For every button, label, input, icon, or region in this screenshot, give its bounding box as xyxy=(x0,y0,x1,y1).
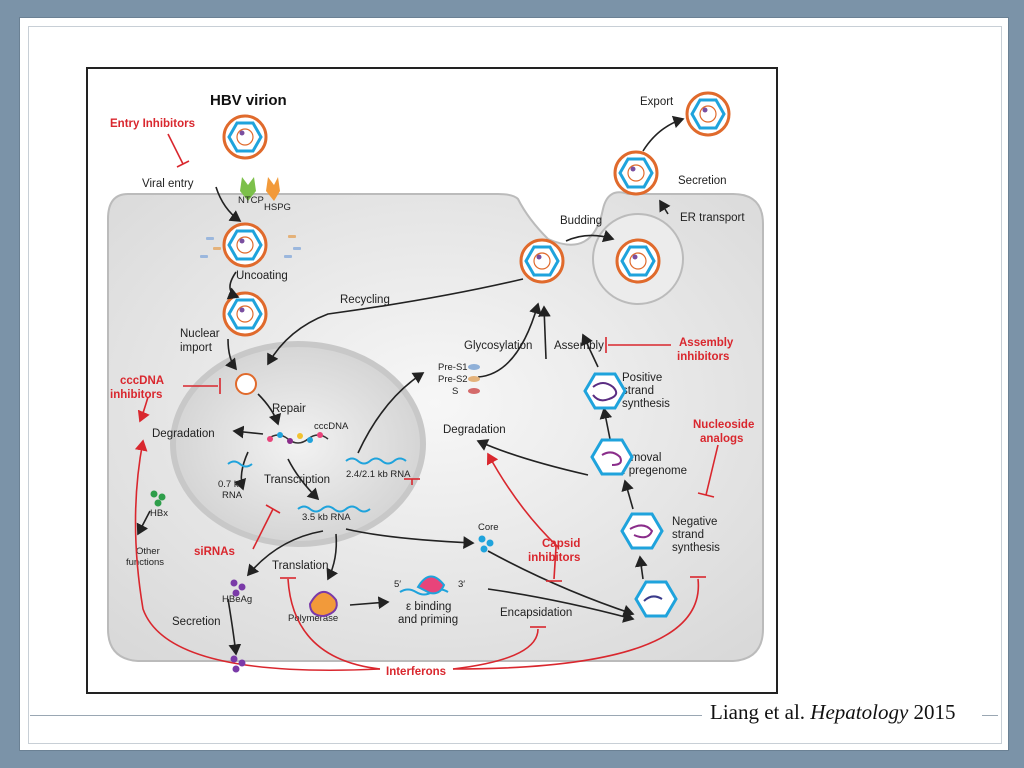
other-functions-2-label: functions xyxy=(126,557,164,568)
pre-s2-icon xyxy=(468,376,480,382)
pre-s2-label: Pre-S2 xyxy=(438,374,468,385)
cccdna-label: cccDNA xyxy=(314,421,349,432)
nuclear-import-1-label: Nuclear xyxy=(180,328,220,340)
ntcp-receptor-icon xyxy=(240,177,256,201)
rna-24-icon xyxy=(345,457,407,465)
capsid-positive-icon xyxy=(583,372,627,410)
capsid-1-label: Capsid xyxy=(542,538,580,550)
hbv-lifecycle-figure: HBV virion NTCP HSPG Viral entry Uncoati… xyxy=(86,67,778,694)
virion-er-icon xyxy=(615,238,661,284)
assembly-1-label: Assembly xyxy=(679,337,734,349)
nuclear-import-2-label: import xyxy=(180,342,213,354)
epsilon-1-label: ε binding xyxy=(406,601,451,613)
negative-strand-3-label: synthesis xyxy=(672,542,720,554)
citation-caption: Liang et al. Hepatology 2015 xyxy=(710,700,956,725)
degradation-left-label: Degradation xyxy=(152,428,215,440)
cccdna-2-label: inhibitors xyxy=(110,389,162,401)
negative-strand-2-label: strand xyxy=(672,529,704,541)
budding-label: Budding xyxy=(560,215,602,227)
caption-journal: Hepatology xyxy=(810,700,909,724)
hbeag-dots-icon xyxy=(230,579,246,597)
positive-strand-2-label: strand xyxy=(622,385,654,397)
nuclear-capsid-icon xyxy=(235,373,257,395)
removal-2-label: of pregenome xyxy=(616,465,687,477)
nucleoside-2-label: analogs xyxy=(700,433,743,445)
virion-export-icon xyxy=(685,91,731,137)
core-label: Core xyxy=(478,522,499,533)
secretion-bottom-label: Secretion xyxy=(172,616,221,628)
core-dots-icon xyxy=(478,535,494,553)
nucleoside-1-label: Nucleoside xyxy=(693,419,754,431)
rna-07-2-label: RNA xyxy=(222,490,243,501)
cccdna-icon xyxy=(267,432,329,444)
viral-entry-label: Viral entry xyxy=(142,178,194,190)
nucleus xyxy=(170,341,426,547)
other-functions-1-label: Other xyxy=(136,546,160,557)
secreted-hbeag-icon xyxy=(230,655,246,673)
figure-title: HBV virion xyxy=(210,92,287,109)
glycosylation-label: Glycosylation xyxy=(464,340,532,352)
cccdna-1-label: cccDNA xyxy=(120,375,164,387)
capsid-import-icon xyxy=(222,291,268,337)
degradation-mid-label: Degradation xyxy=(443,424,506,436)
recycling-label: Recycling xyxy=(340,294,390,306)
negative-strand-1-label: Negative xyxy=(672,516,717,528)
hbx-label: HBx xyxy=(150,508,168,519)
assembly-2-label: inhibitors xyxy=(677,351,729,363)
capsid-removal-icon xyxy=(590,438,634,476)
rna-35-icon xyxy=(297,505,371,513)
virion-secretion-icon xyxy=(613,150,659,196)
polymerase-label: Polymerase xyxy=(288,613,338,624)
rna-35-label: 3.5 kb RNA xyxy=(302,512,351,523)
rna-24-label: 2.4/2.1 kb RNA xyxy=(346,469,411,480)
rna-07-icon xyxy=(227,460,253,468)
capsid-2-label: inhibitors xyxy=(528,552,580,564)
three-prime-label: 3′ xyxy=(458,579,465,590)
transcription-label: Transcription xyxy=(264,474,330,486)
pre-s1-label: Pre-S1 xyxy=(438,362,468,373)
sirnas-label: siRNAs xyxy=(194,546,235,558)
epsilon-complex-icon xyxy=(416,575,446,595)
secretion-top-label: Secretion xyxy=(678,175,727,187)
caption-rule-right xyxy=(982,715,998,716)
polymerase-icon xyxy=(308,591,338,618)
hbx-dots-icon xyxy=(150,490,166,507)
interferons-label: Interferons xyxy=(386,666,446,678)
encapsidation-label: Encapsidation xyxy=(500,607,572,619)
caption-year: 2015 xyxy=(913,700,956,724)
er-transport-label: ER transport xyxy=(680,212,745,224)
virion-uncoating-icon xyxy=(222,222,268,268)
hspg-receptor-icon xyxy=(266,177,280,201)
caption-authors: Liang et al. xyxy=(710,700,806,724)
lifecycle-diagram: HBV virion NTCP HSPG Viral entry Uncoati… xyxy=(107,91,764,678)
virion-entry-icon xyxy=(222,114,268,160)
epsilon-2-label: and priming xyxy=(398,614,458,626)
virion-budding-icon xyxy=(519,238,565,284)
positive-strand-3-label: synthesis xyxy=(622,398,670,410)
pre-s1-icon xyxy=(468,364,480,370)
five-prime-label: 5′ xyxy=(394,579,401,590)
capsid-negative-icon xyxy=(620,512,664,550)
hbeag-label: HBeAg xyxy=(222,594,252,605)
s-label: S xyxy=(452,386,458,397)
entry-label: Entry Inhibitors xyxy=(110,118,195,130)
export-label: Export xyxy=(640,96,674,108)
uncoating-label: Uncoating xyxy=(236,270,288,282)
s-protein-icon xyxy=(468,388,480,394)
assembly-label: Assembly xyxy=(554,340,604,352)
rna-07-1-label: 0.7 kb xyxy=(218,479,244,490)
repair-label: Repair xyxy=(272,403,306,415)
positive-strand-1-label: Positive xyxy=(622,372,662,384)
translation-label: Translation xyxy=(272,560,328,572)
hspg-label: HSPG xyxy=(264,202,291,213)
caption-rule-left xyxy=(30,715,702,716)
ntcp-label: NTCP xyxy=(238,195,264,206)
capsid-encapsidation-icon xyxy=(634,580,678,618)
capsid-fragments-icon xyxy=(200,235,301,258)
